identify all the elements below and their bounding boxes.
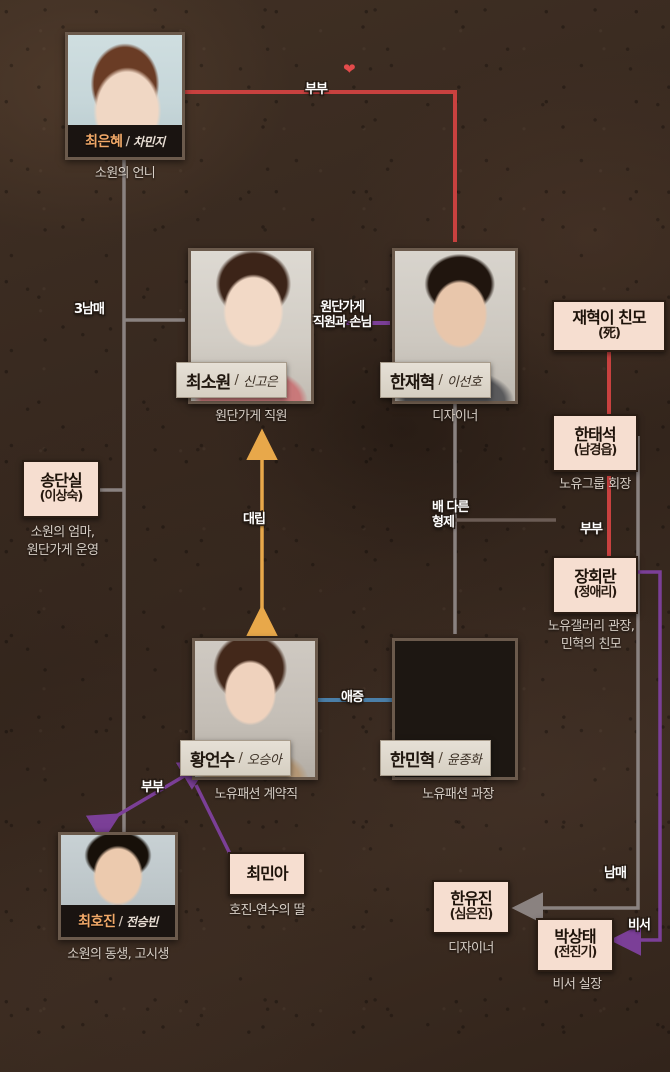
caption-choi-eunhye: 소원의 언니	[94, 166, 156, 181]
box-name: 한유진	[450, 889, 492, 909]
box-name: 송단실	[40, 471, 82, 491]
box-actor: (정애리)	[573, 585, 618, 601]
line-half-brothers	[453, 404, 556, 634]
character-card-hwang-yeonsu[interactable]: 황언수 / 오승아	[180, 638, 318, 780]
relation-label-three-siblings: 3남매	[74, 302, 105, 317]
name-separator: /	[125, 134, 130, 148]
caption-han-jaehyuk: 디자이너	[432, 409, 478, 424]
relation-label-fabric-shop: 원단가게 직원과 손님	[313, 300, 372, 331]
relation-label-half-brothers: 배 다른 형제	[432, 500, 469, 531]
actor-name: 이선호	[446, 374, 482, 390]
caption-jang-hwaran: 노유갤러리 관장, 민혁의 친모	[547, 619, 635, 652]
box-name: 재혁이 친모	[572, 308, 646, 328]
name-separator: /	[234, 372, 239, 388]
character-name: 최은혜	[85, 134, 123, 150]
nameplate-hwang-yeonsu: 황언수 / 오승아	[180, 740, 292, 776]
heart-icon: ❤	[343, 60, 356, 78]
nameplate-han-minhyuk: 한민혁 / 윤종화	[380, 740, 492, 776]
card-frame: 최은혜 / 차민지	[65, 32, 185, 160]
text-box-song-dansil[interactable]: 송단실 (이상숙)	[22, 460, 100, 518]
relation-label-secretary: 비서	[628, 918, 651, 933]
character-card-han-minhyuk[interactable]: 한민혁 / 윤종화	[380, 638, 518, 780]
nameplate-choi-hojin: 최호진 / 전승빈	[61, 905, 175, 937]
character-name: 최호진	[78, 914, 116, 930]
card-frame: 최호진 / 전승빈	[58, 832, 178, 940]
text-box-han-yujin[interactable]: 한유진 (심은진)	[432, 880, 510, 934]
character-name: 황언수	[190, 750, 235, 771]
caption-han-taeseok: 노유그룹 회장	[559, 477, 631, 492]
nameplate-choi-eunhye: 최은혜 / 차민지	[68, 125, 182, 157]
caption-hwang-yeonsu: 노유패션 계약직	[214, 787, 298, 802]
relation-label-hojin-yeonsu: 부부	[141, 780, 164, 795]
text-box-jang-hwaran[interactable]: 장회란 (정애리)	[552, 556, 638, 614]
text-box-jaehyuk-mother[interactable]: 재혁이 친모 (死)	[552, 300, 666, 352]
character-card-choi-sowon[interactable]: 최소원 / 신고은	[176, 248, 314, 404]
actor-name: 신고은	[242, 374, 278, 390]
box-name: 최민아	[246, 863, 288, 883]
character-card-choi-eunhye[interactable]: 최은혜 / 차민지	[65, 32, 185, 160]
actor-name: 전승빈	[125, 914, 158, 929]
box-actor: (심은진)	[449, 907, 494, 923]
actor-name: 오승아	[246, 752, 282, 768]
text-box-choi-mina[interactable]: 최민아	[228, 852, 306, 896]
caption-choi-sowon: 원단가게 직원	[215, 409, 287, 424]
caption-choi-mina: 호진-연수의 딸	[229, 903, 305, 918]
relation-label-conflict: 대립	[243, 512, 266, 527]
box-name: 박상태	[554, 927, 596, 947]
character-card-han-jaehyuk[interactable]: 한재혁 / 이선호	[380, 248, 518, 404]
line-eunhye-jaehyuk	[183, 90, 457, 242]
actor-name: 차민지	[132, 134, 165, 149]
character-name: 한재혁	[390, 372, 435, 393]
box-actor: (死)	[598, 326, 621, 342]
line-three-siblings	[122, 160, 185, 840]
text-box-park-sangtae[interactable]: 박상태 (전진기)	[536, 918, 614, 972]
name-separator: /	[438, 372, 443, 388]
box-name: 장회란	[574, 567, 616, 587]
box-actor: (전진기)	[553, 945, 598, 961]
name-separator: /	[438, 750, 443, 766]
caption-song-dansil: 소원의 엄마, 원단가게 운영	[26, 525, 99, 558]
text-box-han-taeseok[interactable]: 한태석 (남경읍)	[552, 414, 638, 472]
name-separator: /	[238, 750, 243, 766]
character-name: 최소원	[186, 372, 231, 393]
character-name: 한민혁	[390, 750, 435, 771]
relation-label-eunhye-jaehyuk: 부부	[305, 82, 328, 97]
line-taeseok-children	[511, 436, 640, 924]
caption-han-minhyuk: 노유패션 과장	[422, 787, 494, 802]
actor-name: 윤종화	[446, 752, 482, 768]
nameplate-han-jaehyuk: 한재혁 / 이선호	[380, 362, 492, 398]
box-actor: (남경읍)	[573, 443, 618, 459]
caption-choi-hojin: 소원의 동생, 고시생	[67, 947, 169, 962]
box-name: 한태석	[574, 425, 616, 445]
caption-park-sangtae: 비서 실장	[552, 977, 603, 992]
character-card-choi-hojin[interactable]: 최호진 / 전승빈	[58, 832, 178, 940]
relation-label-love-hate: 애증	[341, 690, 364, 705]
relation-label-taeseok-hwaran: 부부	[580, 522, 603, 537]
relation-label-brother-sister: 남매	[604, 866, 627, 881]
name-separator: /	[118, 914, 123, 928]
nameplate-choi-sowon: 최소원 / 신고은	[176, 362, 288, 398]
box-actor: (이상숙)	[39, 489, 84, 505]
caption-han-yujin: 디자이너	[448, 941, 494, 956]
